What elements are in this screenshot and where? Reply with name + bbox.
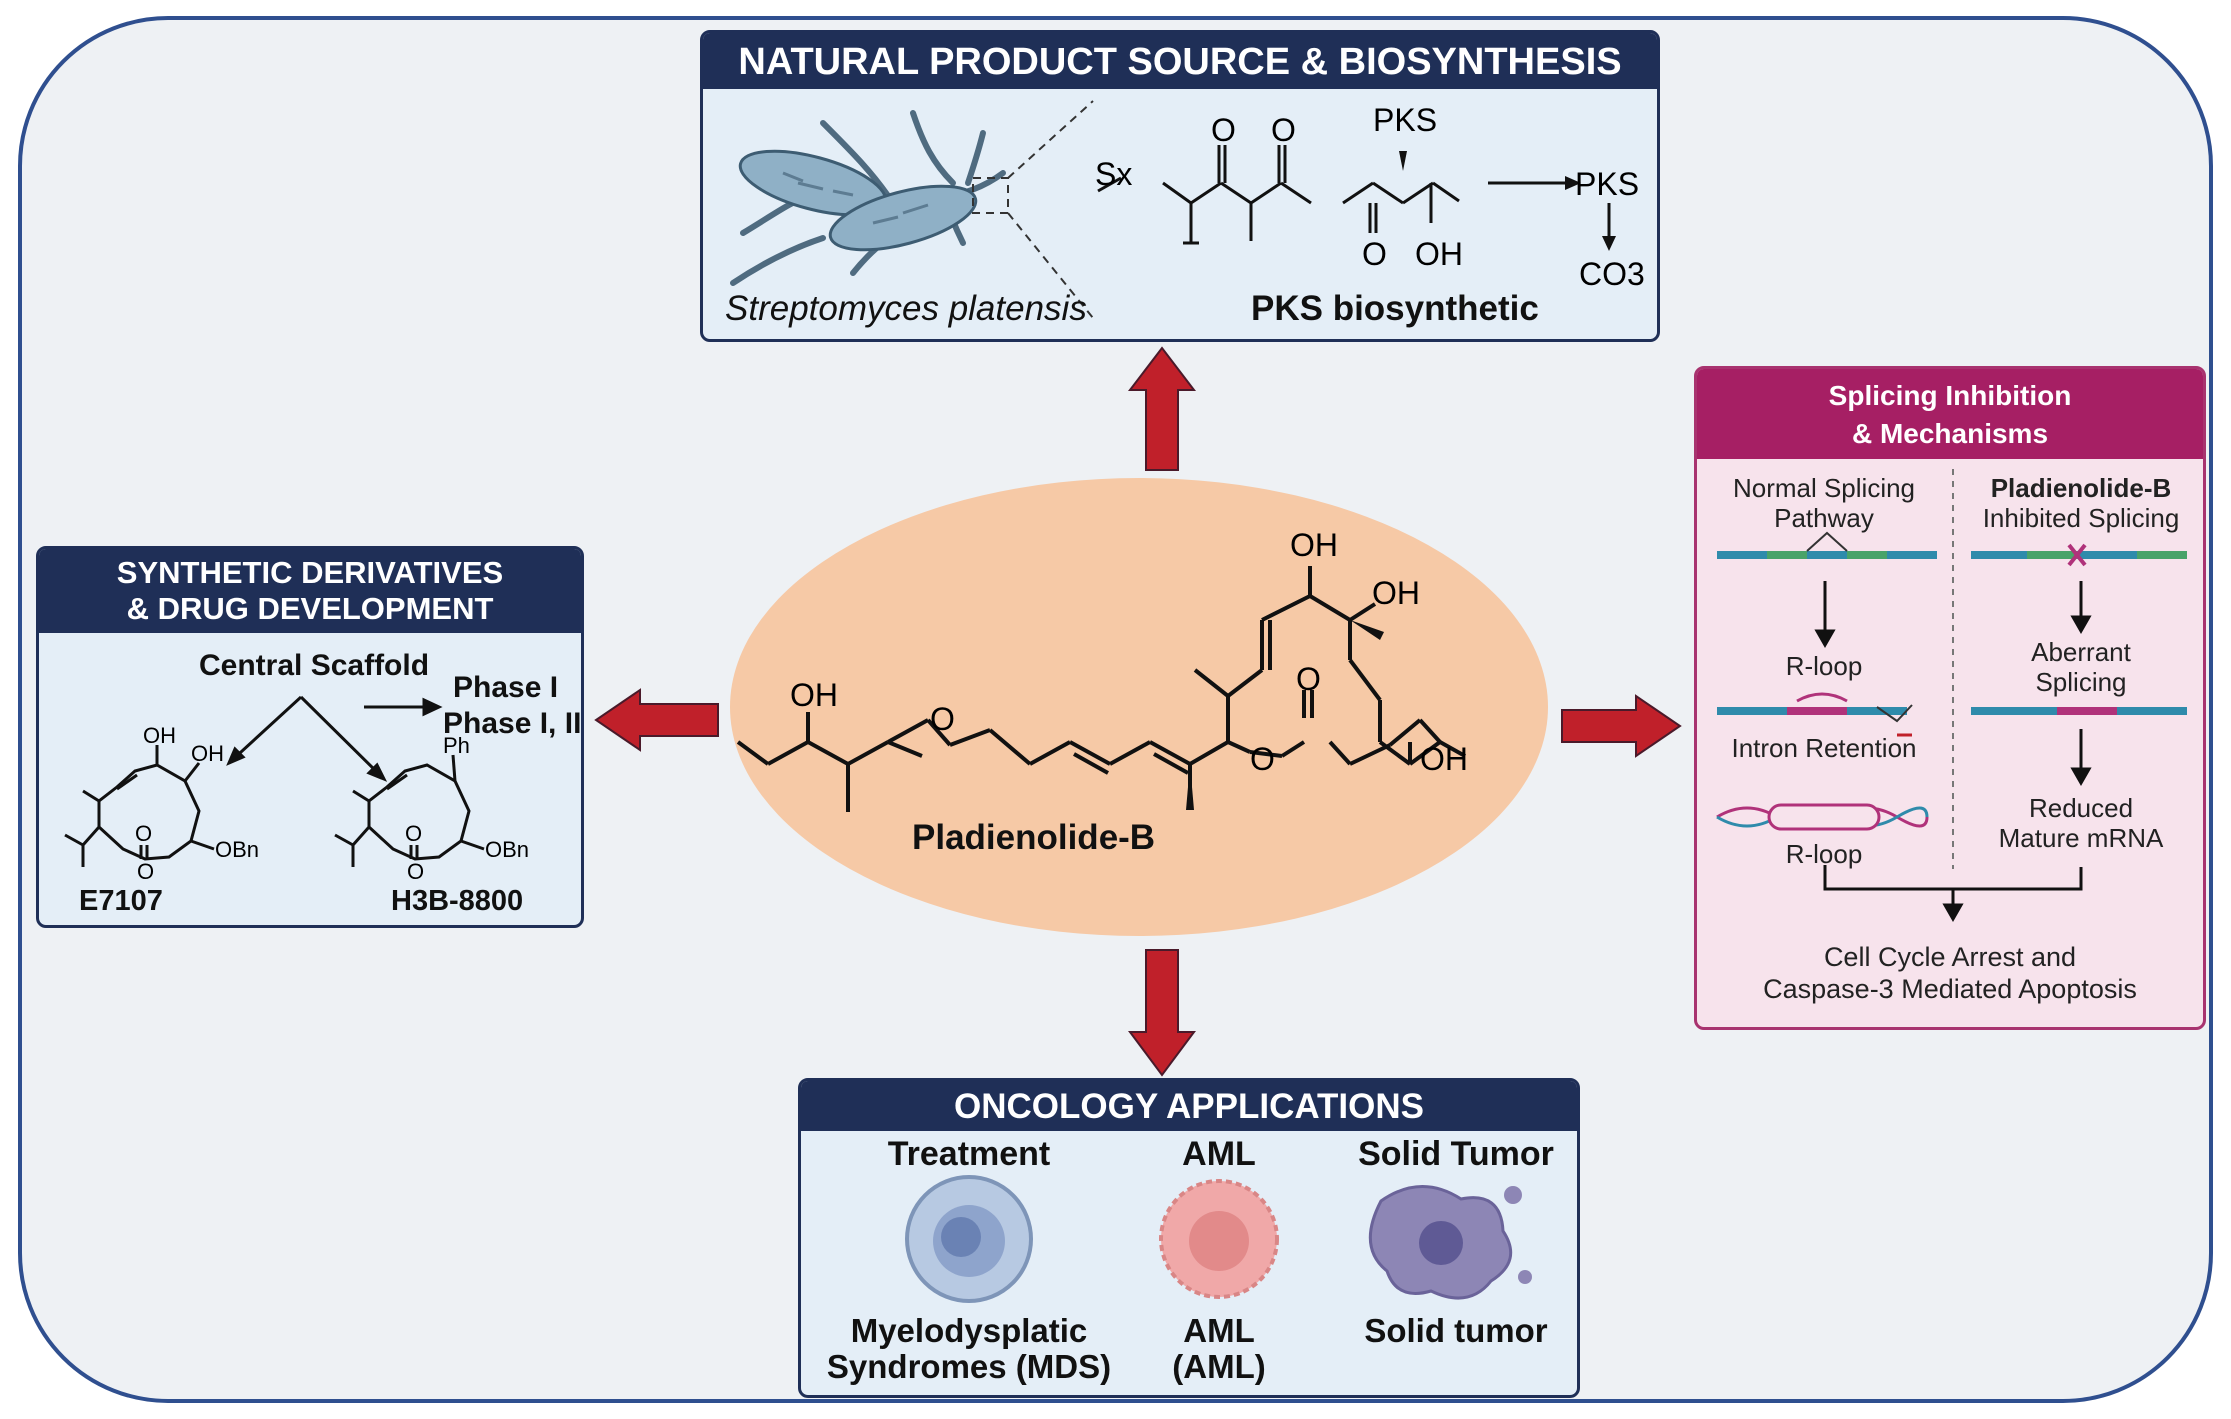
aml-cell-icon [1159,1179,1279,1299]
pladienolide-ellipse [730,478,1548,936]
solid-tumor-label: Solid tumor [1341,1313,1571,1349]
e7107-o1: O [135,821,152,846]
aml-label-line1: AML [1183,1312,1255,1349]
aml-heading: AML [1182,1135,1256,1173]
center-oh-left: OH [790,677,838,713]
pks-biosynthetic-label: PKS biosynthetic [1251,289,1539,328]
phase-1-2-label: Phase I, II [443,707,582,740]
treatment-heading: Treatment [887,1135,1051,1173]
synthetic-title-line2: & DRUG DEVELOPMENT [126,591,494,626]
h3b-ph: Ph [443,733,470,758]
center-epoxide-o: O [930,701,955,737]
outcome-line1: Cell Cycle Arrest and [1823,942,2077,972]
phase-1-label: Phase I [453,671,559,704]
organism-label: Streptomyces platensis [725,289,1087,328]
reduced-mrna-label: Reduced Mature mRNA [1953,793,2203,853]
inhibited-splicing-label: Pladienolide-B Inhibited Splicing [1953,473,2203,533]
atom-o1: O [1211,112,1236,148]
normal-splicing-line1: Normal Splicing [1732,473,1916,503]
atom-sx: Sx [1095,156,1132,192]
arrow-right [1561,694,1682,758]
central-scaffold-label: Central Scaffold [199,649,430,682]
source-panel: NATURAL PRODUCT SOURCE & BIOSYNTHESIS [700,30,1660,342]
cell-illustrations [905,1175,1532,1303]
oncology-panel: ONCOLOGY APPLICATIONS Treatment AML Soli… [798,1078,1580,1398]
apoptosis-outcome: Cell Cycle Arrest and Caspase-3 Mediated… [1697,941,2203,1005]
reduced-line1: Reduced [2028,793,2134,823]
solid-tumor-label-line1: Solid tumor [1364,1312,1548,1349]
splicing-title: Splicing Inhibition & Mechanisms [1697,369,2203,459]
mds-label-line2: Syndromes (MDS) [826,1348,1112,1385]
arrow-up [1127,346,1197,471]
inhibited-splicing-line2: Inhibited Splicing [1982,503,2180,533]
outcome-line2: Caspase-3 Mediated Apoptosis [1763,974,2137,1004]
r-loop-label-2: R-loop [1785,839,1863,869]
synthetic-title: SYNTHETIC DERIVATIVES & DRUG DEVELOPMENT [39,549,581,633]
center-oh-top: OH [1290,527,1338,563]
arrow-down [1128,949,1196,1077]
center-ring-o: O [1250,741,1275,777]
center-oh-right: OH [1420,741,1468,777]
compound-e7107-label: E7107 [79,885,163,917]
aberrant-line1: Aberrant [2031,637,2131,667]
normal-splicing-line2: Pathway [1774,503,1874,533]
atom-pks-right: PKS [1575,166,1639,202]
synthetic-title-line1: SYNTHETIC DERIVATIVES [116,555,504,590]
h3b-o2: O [407,859,424,884]
splicing-mechanism-graphics [1716,469,2187,923]
e7107-oh2: OH [191,741,224,766]
h3b-o1: O [405,821,422,846]
atom-oh: OH [1415,236,1463,272]
oncology-title: ONCOLOGY APPLICATIONS [801,1081,1577,1131]
aberrant-line2: Splicing [2035,667,2127,697]
arrow-left [594,688,719,752]
atom-o3: O [1362,236,1387,272]
center-oh-top2: OH [1372,575,1420,611]
solid-tumor-cell-icon [1368,1185,1532,1300]
splicing-panel: Splicing Inhibition & Mechanisms [1694,366,2206,1030]
e7107-o2: O [137,859,154,884]
source-title: NATURAL PRODUCT SOURCE & BIOSYNTHESIS [703,33,1657,89]
intron-retention-label: Intron Retention [1731,733,1917,763]
inhibited-splicing-line1: Pladienolide-B [1990,473,2172,503]
mds-label: Myelodysplatic Syndromes (MDS) [819,1313,1119,1385]
atom-co3: CO3 [1579,256,1645,292]
mds-label-line1: Myelodysplatic [850,1312,1088,1349]
aberrant-splicing-label: Aberrant Splicing [1953,637,2203,697]
r-loop-label-1: R-loop [1785,651,1863,681]
e7107-obn: OBn [215,837,259,862]
aml-label: AML (AML) [1119,1313,1319,1385]
reduced-line2: Mature mRNA [1998,823,2164,853]
atom-o2: O [1271,112,1296,148]
e7107-oh1: OH [143,723,176,748]
solid-tumor-heading: Solid Tumor [1358,1135,1554,1173]
center-carbonyl-o: O [1296,661,1321,697]
h3b-obn: OBn [485,837,529,862]
streptomyces-illustration: Sx O O PKS O OH PKS CO3 [730,100,1645,319]
derivatives-scheme: OH OH O O OBn Ph O O OBn [64,695,529,884]
pladienolide-name: Pladienolide-B [912,818,1156,857]
synthetic-panel: SYNTHETIC DERIVATIVES & DRUG DEVELOPMENT [36,546,584,928]
atom-pks-top: PKS [1373,102,1437,138]
normal-splicing-label: Normal Splicing Pathway [1697,473,1951,533]
splicing-title-line2: & Mechanisms [1851,418,2049,449]
splicing-title-line1: Splicing Inhibition [1828,380,2072,411]
mds-cell-icon [905,1175,1033,1303]
compound-h3b8800-label: H3B-8800 [391,885,524,917]
aml-label-line2: (AML) [1172,1348,1266,1385]
